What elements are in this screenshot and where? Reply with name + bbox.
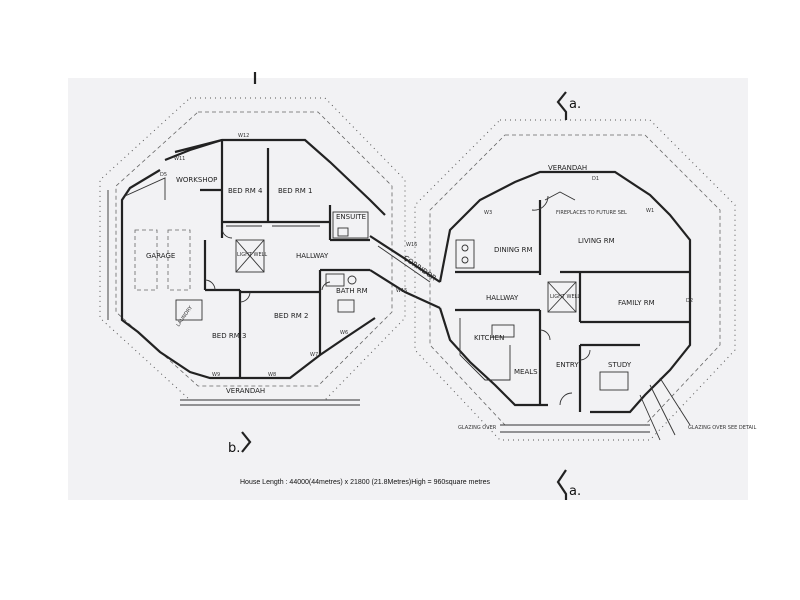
svg-text:b.: b. — [228, 441, 240, 456]
tag-w12: W12 — [238, 133, 249, 139]
section-mark-a-bottom: a. — [556, 469, 581, 500]
label-ensuite: ENSUITE — [336, 213, 366, 221]
label-fireplaces: FIREPLACES TO FUTURE SEL — [556, 210, 627, 216]
label-entry: ENTRY — [556, 361, 579, 369]
label-glazing-detail: GLAZING OVER SEE DETAIL — [688, 425, 756, 431]
svg-text:a.: a. — [569, 97, 581, 112]
tag-w6: W6 — [340, 330, 348, 336]
plan-sheet — [68, 78, 748, 500]
tag-w7: W7 — [310, 352, 318, 358]
label-hallway-left: HALLWAY — [296, 252, 329, 260]
tag-d1: D1 — [592, 176, 599, 182]
label-light-well-right: LIGHT WELL — [550, 294, 580, 300]
label-living-rm: LIVING RM — [578, 237, 615, 245]
label-study: STUDY — [608, 361, 632, 369]
label-bath-rm: BATH RM — [336, 287, 368, 295]
right-wing — [414, 119, 736, 441]
tag-w1: W1 — [646, 208, 654, 214]
corridor-link — [369, 235, 441, 310]
label-workshop: WORKSHOP — [176, 176, 217, 184]
plan-caption: House Length : 44000(44metres) x 21800 (… — [240, 479, 491, 486]
tag-w9: W9 — [212, 372, 220, 378]
tag-w11: W11 — [174, 156, 185, 162]
label-dining-rm: DINING RM — [494, 246, 533, 254]
tag-w15: W15 — [396, 288, 407, 294]
section-mark-a-top: a. — [556, 91, 581, 120]
label-laundry: LAUNDRY — [175, 304, 194, 328]
label-verandah-right: VERANDAH — [548, 164, 587, 172]
label-bed-rm-1: BED RM 1 — [278, 187, 312, 195]
tag-d5: D5 — [160, 172, 167, 178]
label-glazing-over: GLAZING OVER — [458, 425, 497, 431]
section-mark-b: b. — [228, 431, 252, 456]
tag-w8: W8 — [268, 372, 276, 378]
tag-w16: W16 — [406, 242, 417, 248]
left-wing — [99, 97, 406, 406]
label-garage: GARAGE — [146, 252, 175, 260]
label-hallway-right: HALLWAY — [486, 294, 519, 302]
label-corridor: CORRIDOR — [402, 254, 438, 282]
tag-w3: W3 — [484, 210, 492, 216]
label-bed-rm-3: BED RM 3 — [212, 332, 246, 340]
label-light-well-left: LIGHT WELL — [237, 252, 267, 258]
label-bed-rm-2: BED RM 2 — [274, 312, 308, 320]
label-meals: MEALS — [514, 368, 538, 376]
label-verandah-left: VERANDAH — [226, 387, 265, 395]
svg-text:a.: a. — [569, 484, 581, 499]
tag-d2: D2 — [686, 298, 693, 304]
label-kitchen: KITCHEN — [474, 334, 504, 342]
label-family-rm: FAMILY RM — [618, 299, 655, 307]
label-bed-rm-4: BED RM 4 — [228, 187, 263, 195]
